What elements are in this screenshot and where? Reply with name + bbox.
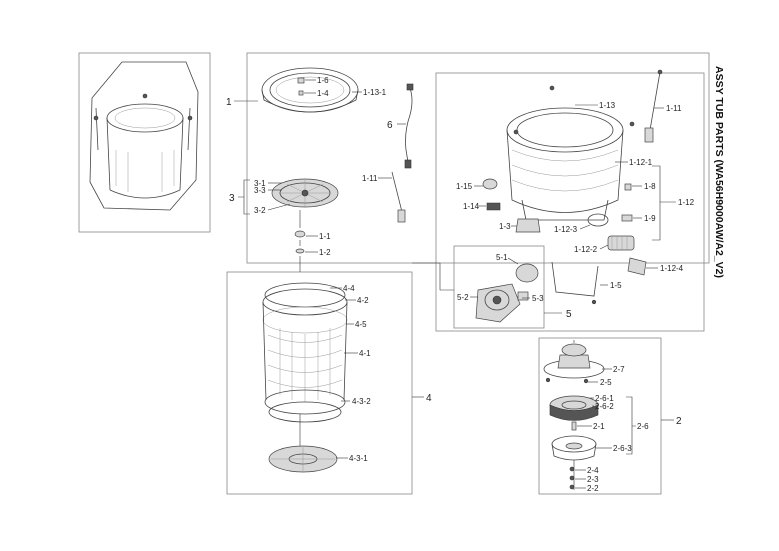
group-label-3: 3 <box>229 193 235 204</box>
label-3-3: 3-3 <box>254 186 266 195</box>
part-1-8-shape <box>624 183 632 191</box>
tub-subassy-frame <box>435 72 705 332</box>
assy-2-frame <box>538 337 662 495</box>
drain-pump-part-5 <box>475 263 539 323</box>
hose-part-6 <box>404 83 414 169</box>
rotor-part-2-6-3 <box>551 435 597 461</box>
washer-overview-sketch <box>89 61 199 211</box>
stator-part-2-6-1 <box>549 395 599 421</box>
label-1-9: 1-9 <box>644 214 656 223</box>
part-2-2-shape <box>569 484 575 490</box>
label-2-6-1: 2-6-1 <box>595 394 614 403</box>
part-1-3-shape <box>515 218 541 233</box>
label-4-3-1: 4-3-1 <box>349 454 368 463</box>
label-1-11-left: 1-11 <box>362 174 378 183</box>
part-1-1-shape <box>294 230 306 238</box>
part-1-15-shape <box>482 178 498 190</box>
label-1-8: 1-8 <box>644 182 656 191</box>
outer-tub-part-1-13 <box>506 85 635 221</box>
label-1-12-2: 1-12-2 <box>574 245 598 254</box>
part-1-9-shape <box>621 214 633 222</box>
suspension-rod-right <box>644 69 663 143</box>
label-2-6-2: 2-6-2 <box>595 402 614 411</box>
group-label-5: 5 <box>566 309 572 320</box>
label-5-1: 5-1 <box>496 253 508 262</box>
label-2-7: 2-7 <box>613 365 625 374</box>
label-2-4: 2-4 <box>587 466 599 475</box>
diagram-title: ASSY TUB PARTS (WA56H9000AW/A2_V2) <box>713 66 725 278</box>
pulsator-part-3 <box>271 178 339 208</box>
suspension-rod-left <box>391 171 406 223</box>
tub-cover-ring <box>261 67 359 113</box>
group-label-2: 2 <box>676 416 682 427</box>
part-1-12-4-shape <box>627 257 647 276</box>
label-2-2: 2-2 <box>587 484 599 493</box>
group-label-1: 1 <box>226 97 232 108</box>
part-2-3-shape <box>569 475 575 481</box>
label-1-15: 1-15 <box>456 182 473 191</box>
part-1-5-shape <box>551 261 599 305</box>
part-1-6-shape <box>297 77 305 84</box>
label-3-2: 3-2 <box>254 206 266 215</box>
label-4-5: 4-5 <box>355 320 367 329</box>
label-1-5: 1-5 <box>610 281 622 290</box>
label-1-6: 1-6 <box>317 76 329 85</box>
assy-5-frame <box>453 245 545 329</box>
label-1-12-1: 1-12-1 <box>629 158 653 167</box>
label-1-13-1: 1-13-1 <box>363 88 387 97</box>
label-1-2: 1-2 <box>319 248 331 257</box>
part-1-12-2-shape <box>607 235 635 251</box>
label-1-4: 1-4 <box>317 89 329 98</box>
label-1-12-4: 1-12-4 <box>660 264 684 273</box>
overview-frame <box>78 52 211 233</box>
label-1-14: 1-14 <box>463 202 480 211</box>
part-2-4-shape <box>569 466 575 472</box>
label-1-11-right: 1-11 <box>666 104 682 113</box>
group-label-6: 6 <box>387 120 393 131</box>
clutch-top-part-2-7 <box>543 343 605 379</box>
part-1-12-3-shape <box>587 213 609 227</box>
part-1-14-shape <box>486 202 501 211</box>
label-4-3-2: 4-3-2 <box>352 397 371 406</box>
assy-1-frame <box>246 52 710 264</box>
part-1-4-shape <box>298 90 304 96</box>
label-1-1: 1-1 <box>319 232 331 241</box>
label-1-12-3: 1-12-3 <box>554 225 578 234</box>
label-4-1: 4-1 <box>359 349 371 358</box>
label-2-1: 2-1 <box>593 422 605 431</box>
label-2-6-3: 2-6-3 <box>613 444 632 453</box>
part-1-2-shape <box>295 248 305 254</box>
label-1-12: 1-12 <box>678 198 695 207</box>
assy-4-frame <box>226 271 413 495</box>
label-2-3: 2-3 <box>587 475 599 484</box>
label-4-2: 4-2 <box>357 296 369 305</box>
label-1-13: 1-13 <box>599 101 616 110</box>
label-2-6: 2-6 <box>637 422 649 431</box>
bolt-2-5-right <box>583 378 589 384</box>
part-2-1-shape <box>571 421 577 431</box>
label-4-4: 4-4 <box>343 284 355 293</box>
label-2-5: 2-5 <box>600 378 612 387</box>
label-3-1: 3-1 <box>254 179 266 188</box>
label-5-2: 5-2 <box>457 293 469 302</box>
label-1-3: 1-3 <box>499 222 511 231</box>
group-label-4: 4 <box>426 393 432 404</box>
label-5-3: 5-3 <box>532 294 544 303</box>
basket-plate-part-4-3-1 <box>268 445 338 473</box>
bolt-2-5-left <box>545 377 551 383</box>
inner-basket-part-4 <box>262 282 348 423</box>
